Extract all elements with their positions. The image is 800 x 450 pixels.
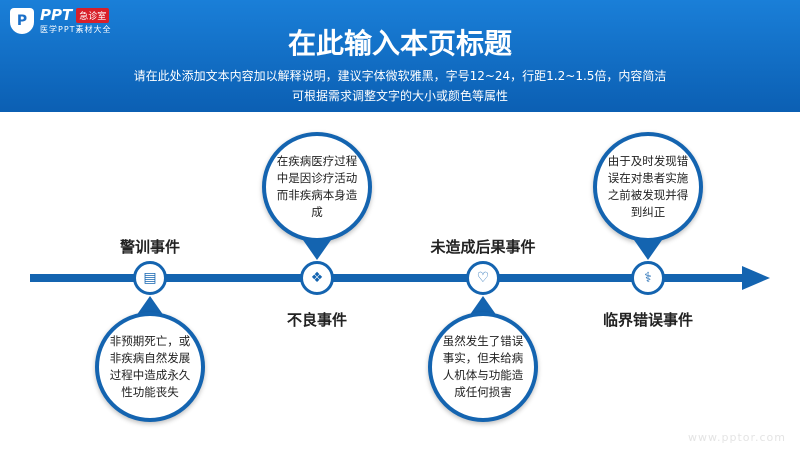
heartbeat-icon: ♡	[466, 261, 500, 295]
event-description-bubble: 虽然发生了错误事实，但未给病人机体与功能造成任何损害	[428, 312, 538, 422]
bubble-pointer	[634, 240, 662, 260]
dna-icon: ❖	[300, 261, 334, 295]
timeline-arrow-icon	[742, 266, 770, 290]
logo-name: PPT	[40, 6, 73, 24]
shield-logo-icon: P	[10, 7, 34, 34]
event-label: 未造成后果事件	[430, 238, 536, 256]
event-description-bubble: 非预期死亡，或非疾病自然发展过程中造成永久性功能丧失	[95, 312, 205, 422]
subtitle-line: 请在此处添加文本内容加以解释说明，建议字体微软雅黑，字号12~24，行距1.2~…	[133, 69, 667, 83]
event-description-bubble: 由于及时发现错误在对患者实施之前被发现并得到纠正	[593, 132, 703, 242]
page-title: 在此输入本页标题	[287, 27, 512, 60]
event-label: 临界错误事件	[602, 311, 694, 329]
logo-tagline: 医学PPT素材大全	[40, 25, 112, 34]
event-label: 警训事件	[119, 238, 181, 256]
page-subtitle: 请在此处添加文本内容加以解释说明，建议字体微软雅黑，字号12~24，行距1.2~…	[0, 66, 800, 106]
logo-badge: 急诊室	[76, 7, 110, 23]
bubble-pointer	[303, 240, 331, 260]
document-search-icon: ▤	[133, 261, 167, 295]
subtitle-line: 可根据需求调整文字的大小或颜色等属性	[291, 89, 508, 103]
doctor-icon: ⚕	[631, 261, 665, 295]
bubble-pointer	[469, 296, 497, 316]
event-description-bubble: 在疾病医疗过程中是因诊疗活动而非疾病本身造成	[262, 132, 372, 242]
watermark: www.pptor.com	[688, 431, 786, 444]
bubble-pointer	[136, 296, 164, 316]
event-label: 不良事件	[286, 311, 348, 329]
timeline-line	[30, 274, 750, 282]
